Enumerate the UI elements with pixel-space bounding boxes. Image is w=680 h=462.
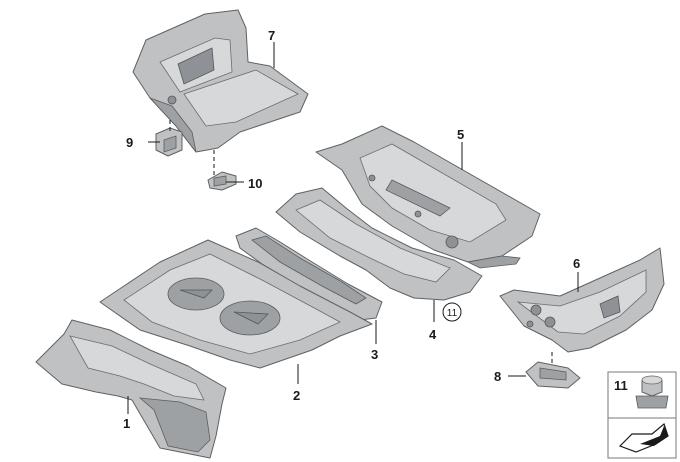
part-10-bracket[interactable] bbox=[207, 171, 237, 191]
part-2-floor-pan[interactable] bbox=[99, 239, 373, 369]
part-9-bracket[interactable] bbox=[155, 127, 183, 157]
inset-part-11[interactable]: 11 bbox=[607, 371, 677, 419]
part-5-floor-panel[interactable] bbox=[315, 125, 541, 269]
callout-11-circled[interactable]: 11 bbox=[442, 302, 462, 322]
inset-arrow-box bbox=[607, 417, 677, 459]
callout-5[interactable]: 5 bbox=[457, 127, 464, 142]
part-1-crossmember[interactable] bbox=[35, 319, 227, 459]
part-6-side-bracket[interactable] bbox=[499, 247, 665, 353]
callout-9[interactable]: 9 bbox=[126, 135, 133, 150]
nut-icon bbox=[635, 375, 669, 409]
callout-2[interactable]: 2 bbox=[293, 388, 300, 403]
callout-6[interactable]: 6 bbox=[573, 256, 580, 271]
callout-4[interactable]: 4 bbox=[429, 327, 437, 342]
arrow-icon bbox=[618, 422, 669, 453]
callout-7[interactable]: 7 bbox=[268, 28, 275, 43]
callout-8[interactable]: 8 bbox=[494, 369, 501, 384]
svg-text:11: 11 bbox=[447, 308, 458, 319]
part-4-side-member[interactable] bbox=[275, 187, 483, 301]
part-8-bracket[interactable] bbox=[525, 361, 581, 389]
inset-label: 11 bbox=[614, 378, 628, 393]
part-7-trunk-floor[interactable] bbox=[132, 9, 309, 153]
leader-lines bbox=[127, 42, 579, 414]
callout-3[interactable]: 3 bbox=[371, 347, 378, 362]
callout-10[interactable]: 10 bbox=[248, 176, 262, 191]
callout-1[interactable]: 1 bbox=[123, 416, 130, 431]
callout-labels: 7 9 10 5 6 4 3 2 1 8 bbox=[123, 28, 580, 431]
